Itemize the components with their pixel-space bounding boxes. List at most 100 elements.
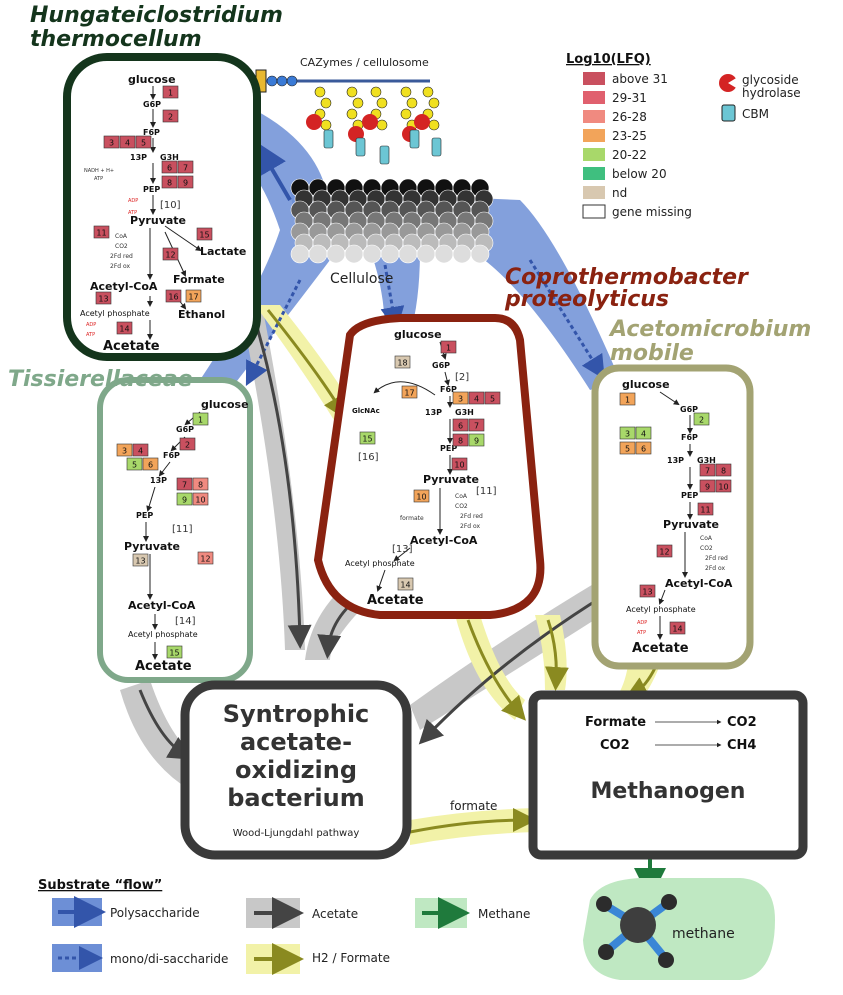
cellulose-unit — [380, 244, 400, 264]
enzyme-label: 7 — [183, 164, 188, 173]
hungatei-box — [63, 53, 261, 361]
cofactor: 2Fd ox — [460, 523, 480, 530]
cofactor: 2Fd ox — [110, 263, 130, 270]
enzyme-box — [452, 418, 469, 432]
enzyme-label: 15 — [362, 435, 372, 444]
enzyme-box — [619, 441, 636, 455]
metabolite: PEP — [440, 444, 457, 453]
formate-arrow — [409, 808, 537, 834]
dockerin-unit — [428, 119, 440, 131]
enzyme-label: 10 — [195, 496, 205, 505]
enzyme-label: 10 — [416, 493, 426, 502]
legend-item-label: gene missing — [612, 205, 692, 219]
cofactor: 2Fd red — [705, 555, 728, 562]
metabolite: F6P — [163, 451, 180, 460]
mg-r2-left: CO2 — [600, 738, 630, 753]
enzyme-box — [394, 355, 411, 369]
tissier-title: Tissierellaceae — [8, 367, 193, 392]
enzyme-box — [452, 433, 469, 447]
enzyme-box — [715, 479, 732, 493]
reaction-arrow — [164, 225, 202, 252]
enzyme-label: 17 — [188, 293, 198, 302]
metabolite: Acetate — [367, 593, 424, 608]
legend-item-label: nd — [612, 186, 627, 200]
enzyme-box — [656, 544, 673, 558]
reaction-arrow — [376, 569, 386, 592]
syn-subtitle: Wood-Ljungdahl pathway — [233, 828, 360, 839]
enzyme-label: 18 — [397, 359, 407, 368]
enzyme-label: 12 — [200, 555, 210, 564]
metabolite: F6P — [440, 385, 457, 394]
dockerin-unit — [400, 108, 412, 120]
legend-swatch — [583, 186, 605, 199]
metabolite: Acetyl-CoA — [90, 280, 158, 293]
metabolite: Pyruvate — [663, 518, 719, 531]
legend-swatch — [583, 129, 605, 142]
enzyme-label: 1 — [625, 396, 630, 405]
cellulose-unit — [344, 244, 364, 264]
enzyme-box — [693, 412, 710, 426]
cellulose-unit — [290, 244, 310, 264]
metabolite: glucose — [394, 328, 442, 341]
enzyme-label: 2 — [185, 441, 190, 450]
syn-line3: oxidizing — [235, 756, 357, 784]
acetate-arrow-3 — [418, 593, 606, 745]
enzyme-label: 2 — [168, 113, 173, 122]
enzyme-box — [161, 160, 178, 174]
enzyme-label: 8 — [167, 179, 172, 188]
metabolite: F6P — [143, 128, 160, 137]
copro-box — [313, 314, 545, 619]
metabolite: G3H — [160, 153, 179, 162]
acetate-arrow-4 — [138, 689, 193, 760]
enzyme-label: 8 — [198, 481, 203, 490]
cellulose-unit — [308, 244, 328, 264]
metabolite: G6P — [143, 100, 161, 109]
methanogen-box — [528, 690, 808, 860]
dockerin-unit — [422, 86, 434, 98]
metabolite: glucose — [128, 73, 176, 86]
dockerin-unit — [352, 97, 364, 109]
metabolite: 13P — [425, 408, 442, 417]
hungatei-title-line1: Hungateiclostridium — [30, 3, 283, 28]
cellulose-unit — [470, 244, 490, 264]
enzyme-box — [697, 502, 714, 516]
metabolite: PEP — [681, 491, 698, 500]
enzyme-label: 13 — [135, 557, 145, 566]
legend-swatch — [583, 167, 605, 180]
enzyme-label: 12 — [165, 251, 175, 260]
cellulose-unit — [434, 244, 454, 264]
enzyme-box — [192, 412, 209, 426]
enzyme-box — [635, 426, 652, 440]
metabolite: PEP — [136, 511, 153, 520]
cellulose-unit — [398, 244, 418, 264]
acetate-arrow-1 — [250, 309, 312, 649]
glycoside-hydrolase-icon — [362, 114, 378, 130]
legend-swatch — [583, 110, 605, 123]
enzyme-label: 3 — [625, 430, 630, 439]
enzyme-box — [197, 551, 214, 565]
flow-mono-label: mono/di-saccharide — [110, 952, 228, 966]
legend-glycoside-2: hydrolase — [742, 86, 801, 100]
cbm-icon — [379, 145, 390, 165]
enzyme-box — [176, 477, 193, 491]
cofactor: CoA — [115, 233, 128, 240]
enzyme-label: 13 — [642, 588, 652, 597]
enzyme-label: 14 — [119, 325, 129, 334]
metabolite: glucose — [622, 378, 670, 391]
enzyme-box — [468, 433, 485, 447]
enzyme-label: 8 — [721, 467, 726, 476]
dockerin-unit — [370, 86, 382, 98]
reaction-arrow — [659, 391, 680, 406]
mg-r1-left: Formate — [585, 715, 646, 730]
dockerin-unit — [320, 119, 332, 131]
cellulose-label: Cellulose — [330, 271, 393, 287]
dockerin-unit — [400, 86, 412, 98]
metabolite: Acetate — [135, 659, 192, 674]
enzyme-box — [93, 225, 110, 239]
enzyme-label: 11 — [96, 229, 106, 238]
metabolite: Pyruvate — [124, 540, 180, 553]
enzyme-box — [132, 443, 149, 457]
cofactor: ADP — [128, 198, 138, 204]
